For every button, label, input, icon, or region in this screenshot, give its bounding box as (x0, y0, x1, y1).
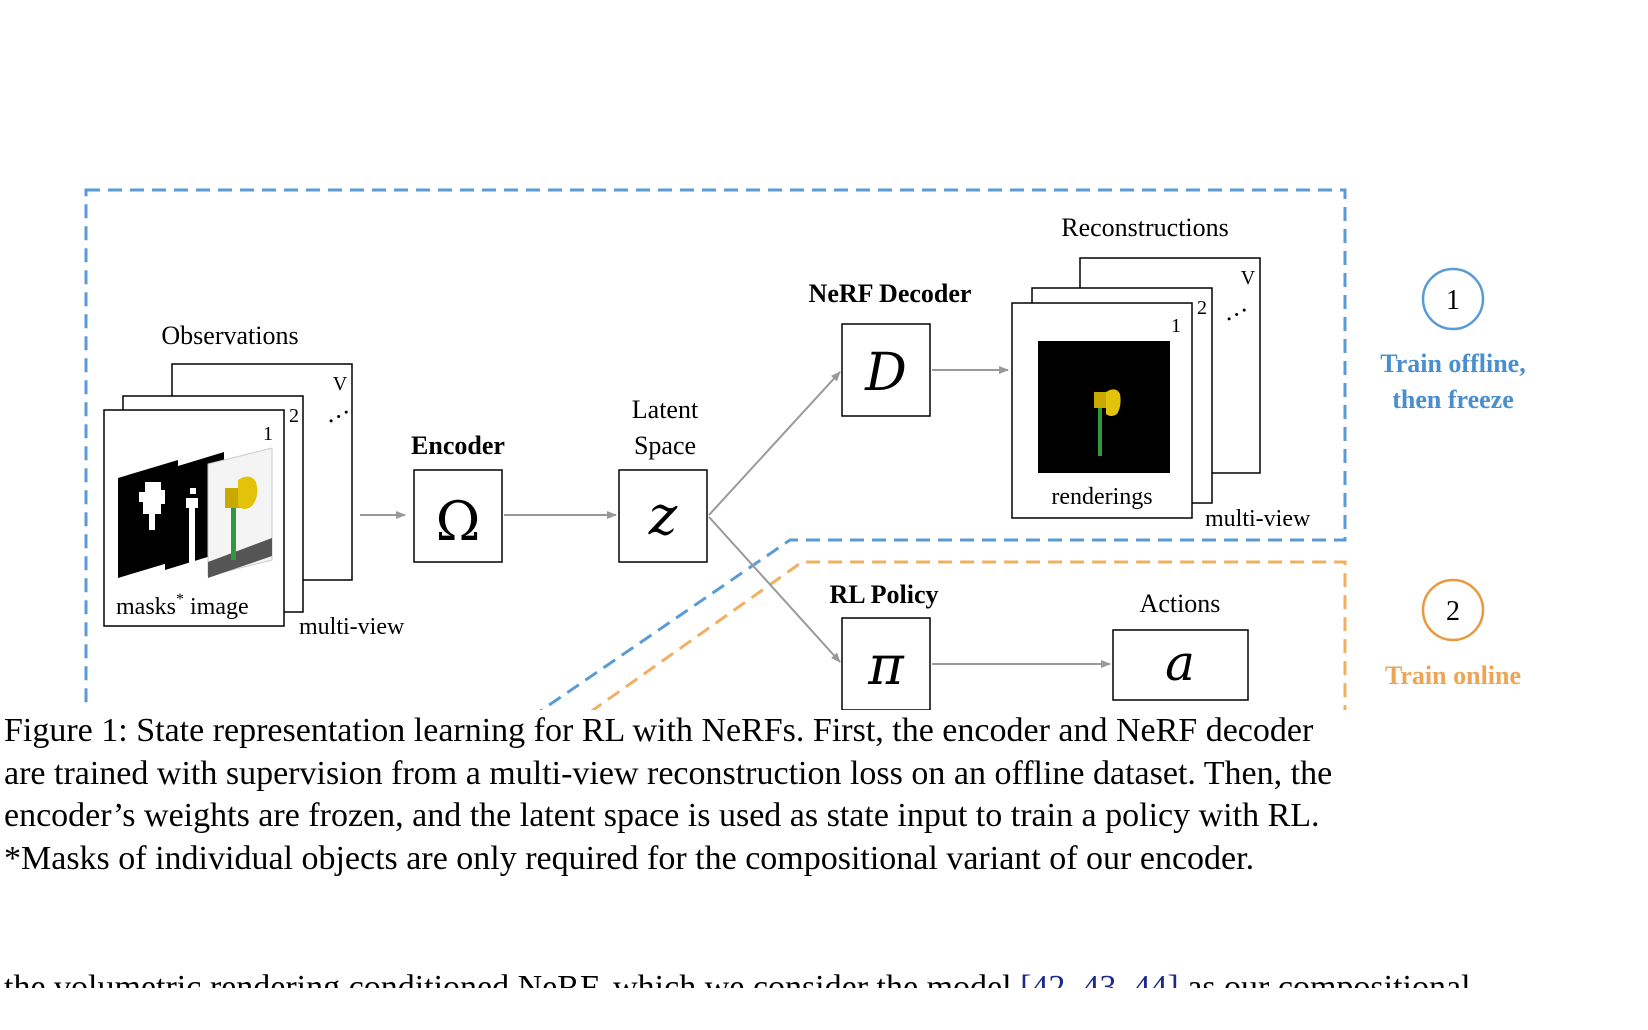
recon-view-2: 2 (1197, 297, 1207, 319)
stage1-number: 1 (1446, 285, 1460, 316)
encoder-title: Encoder (411, 431, 505, 460)
stage1-circle (1421, 267, 1485, 331)
body-text-partial-line: the volumetric rendering conditioned NeR… (4, 958, 1644, 988)
figure: Observations V … 2 1 masks* image multi-… (84, 188, 1526, 710)
reconstructions-label: Reconstructions (1061, 213, 1229, 242)
online-region-border (590, 560, 1347, 710)
decoder-box (841, 323, 931, 417)
stage2-circle (1421, 578, 1485, 642)
recon-view-v: V (1241, 267, 1256, 289)
body-text-end: as our compositional (1178, 969, 1471, 988)
observations-label: Observations (161, 321, 298, 350)
stage1-text-line2: then freeze (1392, 385, 1514, 414)
stage2-text: Train online (1385, 661, 1521, 690)
scene-image-thumbnail (207, 447, 273, 578)
policy-title: RL Policy (829, 580, 938, 609)
recon-view-1: 1 (1171, 315, 1181, 337)
arrow-latent-to-policy (708, 516, 841, 663)
obs-caption: masks* image (116, 591, 249, 620)
stage2-number: 2 (1446, 596, 1460, 627)
decoder-title: NeRF Decoder (809, 279, 972, 308)
caption-line-2: are trained with supervision from a mult… (4, 754, 1333, 792)
arrow-latent-to-decoder (708, 371, 841, 516)
obs-multiview-label: multi-view (299, 614, 405, 640)
body-text-start: the volumetric rendering conditioned NeR… (4, 969, 1021, 988)
stage1-text-line1: Train offline, (1380, 349, 1525, 378)
caption-line-4: *Masks of individual objects are only re… (4, 839, 1255, 877)
latent-title-line2: Space (634, 431, 696, 460)
policy-symbol: π (867, 634, 905, 697)
offline-region-border (84, 188, 1347, 710)
policy-box (841, 617, 931, 710)
figure-caption: Figure 1: State representation learning … (4, 710, 1644, 880)
renderings-label: renderings (1051, 484, 1152, 510)
action-symbol: a (1165, 634, 1195, 692)
encoder-symbol: Ω (436, 490, 481, 553)
obs-view-1: 1 (263, 423, 273, 445)
image-label: image (190, 594, 249, 620)
latent-title-line1: Latent (632, 395, 699, 424)
obs-view-v: V (333, 373, 348, 395)
actions-label: Actions (1140, 589, 1221, 618)
encoder-box (413, 469, 503, 563)
caption-line-3: encoder’s weights are frozen, and the la… (4, 797, 1320, 834)
latent-box (618, 469, 708, 563)
recon-multiview-label: multi-view (1205, 506, 1311, 532)
obs-view-2: 2 (289, 405, 299, 427)
rendering-thumbnail (1038, 341, 1170, 473)
decoder-symbol: D (864, 343, 907, 403)
masks-label: masks (116, 594, 176, 620)
citation-link[interactable]: [42, 43, 44] (1020, 969, 1179, 988)
caption-line-1: Figure 1: State representation learning … (4, 712, 1314, 749)
actions-box (1112, 629, 1249, 701)
masks-asterisk: * (176, 591, 184, 608)
latent-symbol: z (648, 484, 678, 547)
